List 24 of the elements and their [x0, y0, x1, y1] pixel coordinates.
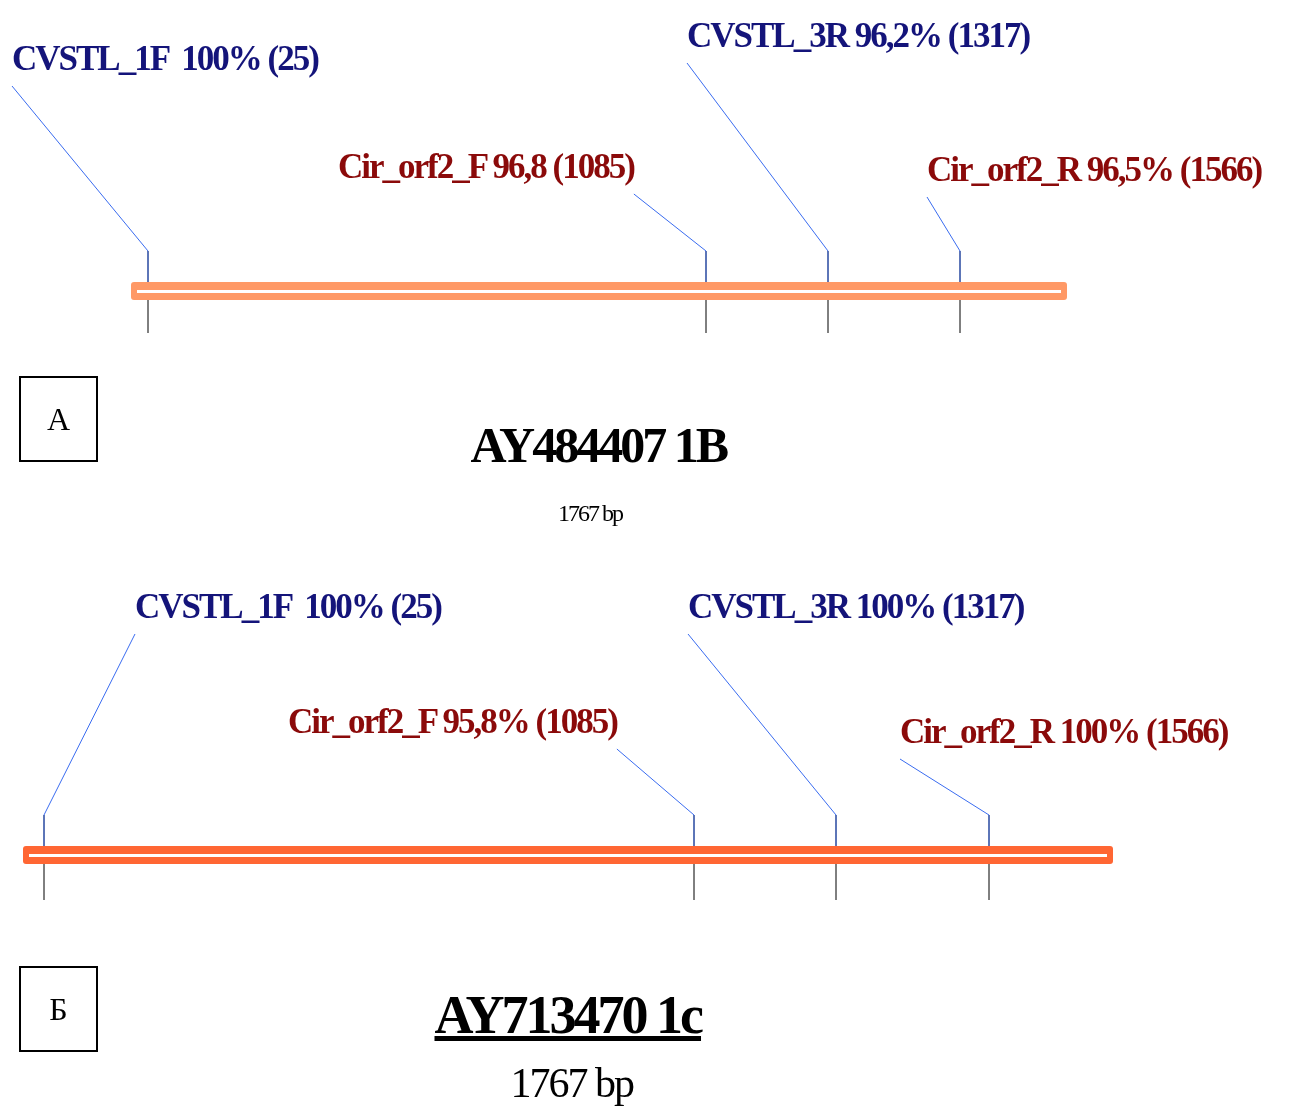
primer-label: Cir_orf2_F 95,8% (1085) [288, 699, 617, 745]
panel-letter: А [19, 376, 98, 462]
length-label: 1767 bp [510, 1060, 633, 1107]
leader-line [686, 62, 829, 283]
primer-label: Cir_orf2_R 96,5% (1566) [927, 147, 1262, 193]
length-label: 1767 bp [558, 500, 622, 527]
leader-line [687, 633, 837, 847]
leader-line [616, 748, 695, 847]
sequence-bar [131, 282, 1067, 300]
leader-line [633, 193, 707, 283]
primer-label: CVSTL_1F 100% (25) [12, 36, 318, 82]
primer-label: CVSTL_3R 96,2% (1317) [687, 13, 1030, 59]
leader-line [899, 758, 990, 847]
sequence-title: AY713470 1c [434, 986, 701, 1046]
panel-letter: Б [19, 966, 98, 1052]
primer-label: Cir_orf2_F 96,8 (1085) [338, 144, 634, 190]
sequence-title: AY484407 1B [470, 418, 726, 473]
primer-label: Cir_orf2_R 100% (1566) [900, 709, 1228, 755]
leader-line [11, 85, 149, 283]
sequence-bar [23, 846, 1113, 864]
leader-line [43, 633, 136, 847]
primer-label: CVSTL_1F 100% (25) [135, 584, 441, 630]
primer-label: CVSTL_3R 100% (1317) [688, 584, 1024, 630]
leader-line [926, 196, 961, 283]
